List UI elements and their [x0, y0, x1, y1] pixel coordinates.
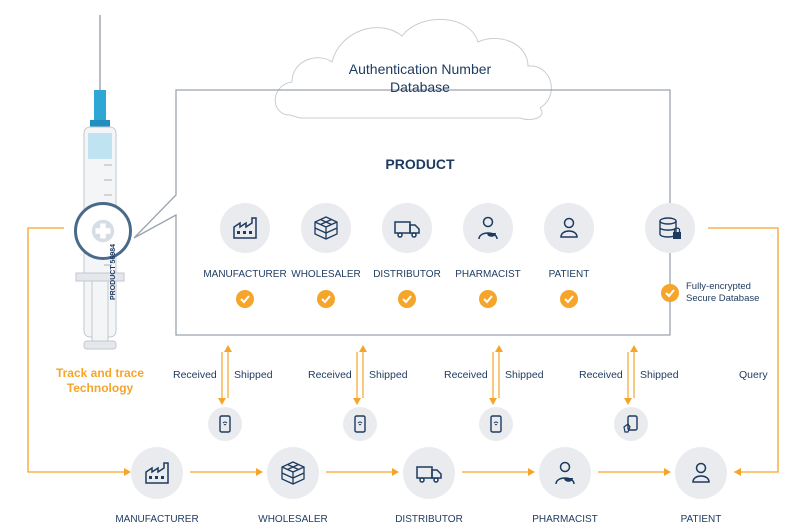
bottom-label-wholesaler: WHOLESALER [258, 514, 328, 525]
syringe-illustration [75, 15, 125, 350]
check-icon [317, 290, 335, 308]
pharmacist-icon [539, 447, 591, 499]
secure-database-icon [645, 203, 695, 253]
cloud-title: Authentication Number Database [320, 60, 520, 96]
cloud-title-line1: Authentication Number [348, 61, 492, 77]
bottom-label-pharmacist: PHARMACIST [532, 514, 598, 525]
check-icon [236, 290, 254, 308]
track-line1: Track and trace [55, 366, 145, 380]
truck-icon [403, 447, 455, 499]
shipped-label: Shipped [369, 369, 408, 381]
secure-database-label: Fully-encrypted Secure Database [686, 281, 786, 305]
factory-icon [131, 447, 183, 499]
check-icon [479, 290, 497, 308]
phone-scan-icon [343, 407, 377, 441]
pharmacist-icon [463, 203, 513, 253]
query-label: Query [739, 369, 768, 381]
top-label-distributor: DISTRIBUTOR [373, 269, 441, 280]
top-label-pharmacist: PHARMACIST [455, 269, 521, 280]
secure-database-line1: Fully-encrypted [686, 281, 751, 292]
person-icon [544, 203, 594, 253]
received-label: Received [579, 369, 623, 381]
boxes-icon [267, 447, 319, 499]
syringe-badge [74, 202, 132, 260]
shipped-label: Shipped [234, 369, 273, 381]
received-label: Received [173, 369, 217, 381]
received-label: Received [308, 369, 352, 381]
track-line2: Technology [66, 381, 134, 395]
phone-scan-icon [479, 407, 513, 441]
person-icon [675, 447, 727, 499]
phone-scan-icon [208, 407, 242, 441]
product-title: PRODUCT [385, 156, 455, 172]
boxes-icon [301, 203, 351, 253]
product-code: PRODUCT 56984 [110, 243, 117, 300]
truck-icon [382, 203, 432, 253]
track-and-trace-label: Track and trace Technology [40, 366, 160, 396]
check-icon [398, 290, 416, 308]
check-icon [560, 290, 578, 308]
factory-icon [220, 203, 270, 253]
bottom-label-patient: PATIENT [680, 514, 722, 525]
product-speech-box [133, 89, 671, 336]
cloud-title-line2: Database [390, 79, 450, 95]
cloud-shape [274, 18, 552, 121]
bottom-label-manufacturer: MANUFACTURER [115, 514, 199, 525]
received-label: Received [444, 369, 488, 381]
phone-hand-icon [614, 407, 648, 441]
medical-cross-icon [91, 219, 115, 243]
shipped-label: Shipped [505, 369, 544, 381]
top-label-patient: PATIENT [548, 269, 590, 280]
secure-database-line2: Secure Database [686, 293, 760, 304]
shipped-label: Shipped [640, 369, 679, 381]
top-label-wholesaler: WHOLESALER [291, 269, 361, 280]
bottom-label-distributor: DISTRIBUTOR [395, 514, 463, 525]
top-label-manufacturer: MANUFACTURER [203, 269, 287, 280]
check-icon [661, 284, 679, 302]
